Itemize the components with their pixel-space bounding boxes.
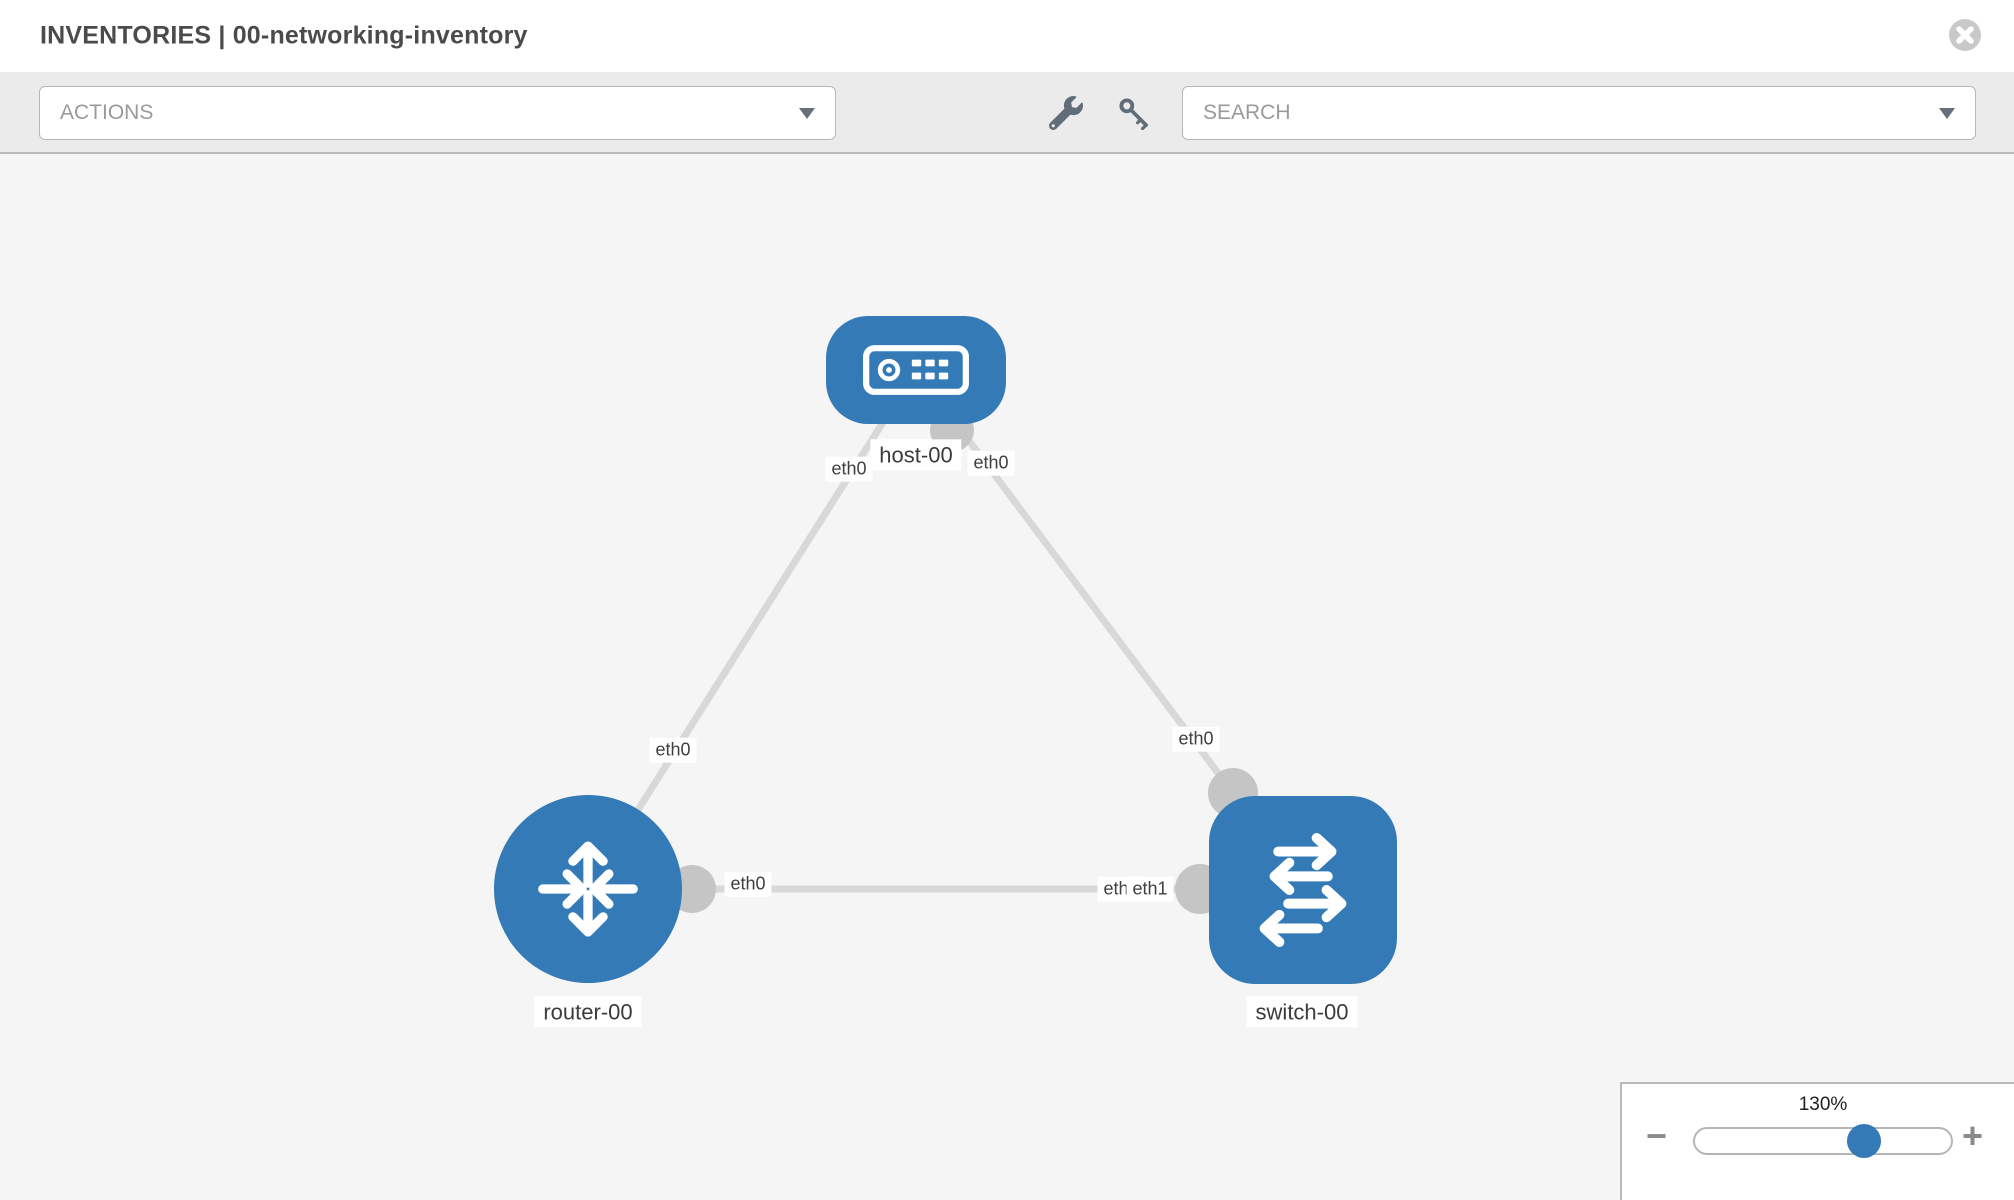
interface-label: eth0 [967, 450, 1015, 476]
page-title: INVENTORIES | 00-networking-inventory [40, 21, 528, 50]
credentials-button[interactable] [1116, 96, 1152, 132]
toolbar: ACTIONS SEARCH [0, 72, 2014, 154]
header: INVENTORIES | 00-networking-inventory [0, 0, 2014, 72]
node-host-00[interactable] [826, 316, 1006, 424]
node-switch-00[interactable] [1209, 796, 1397, 984]
link-host-router[interactable] [585, 368, 919, 891]
zoom-out-button[interactable]: − [1646, 1115, 1668, 1156]
actions-dropdown-label: ACTIONS [60, 101, 154, 124]
interface-label: eth0 [1172, 726, 1220, 752]
chevron-down-icon [1939, 107, 1955, 119]
node-label-switch: switch-00 [1246, 996, 1358, 1028]
chevron-down-icon [799, 107, 815, 119]
topology-canvas[interactable]: eth0 eth0 eth0 eth0 eth0 eth0 eth1 host-… [0, 154, 2014, 1200]
key-icon [1119, 98, 1148, 131]
router-icon [538, 841, 638, 937]
host-icon [863, 345, 969, 395]
interface-label: eth0 [724, 871, 772, 897]
zoom-slider-track[interactable] [1693, 1124, 1953, 1158]
search-dropdown[interactable]: SEARCH [1182, 86, 1976, 140]
wrench-icon [1048, 96, 1083, 131]
node-router-00[interactable] [494, 795, 682, 983]
interface-label: eth0 [825, 456, 873, 482]
zoom-level-value: 130% [1798, 1094, 1848, 1115]
zoom-panel: 130% − + [1620, 1082, 2014, 1200]
close-icon [1949, 19, 1981, 51]
actions-dropdown[interactable]: ACTIONS [39, 86, 836, 140]
zoom-in-button[interactable]: + [1962, 1115, 1984, 1156]
zoom-slider-thumb[interactable] [1847, 1124, 1881, 1158]
switch-icon [1259, 832, 1347, 948]
topology-links-layer [585, 367, 1302, 914]
search-dropdown-label: SEARCH [1203, 101, 1291, 124]
configure-button[interactable] [1048, 96, 1084, 132]
node-label-router: router-00 [534, 996, 642, 1028]
interface-label: eth0 [649, 737, 697, 763]
close-button[interactable] [1948, 18, 1982, 52]
node-label-host: host-00 [870, 439, 962, 471]
interface-label: eth1 [1126, 876, 1174, 902]
